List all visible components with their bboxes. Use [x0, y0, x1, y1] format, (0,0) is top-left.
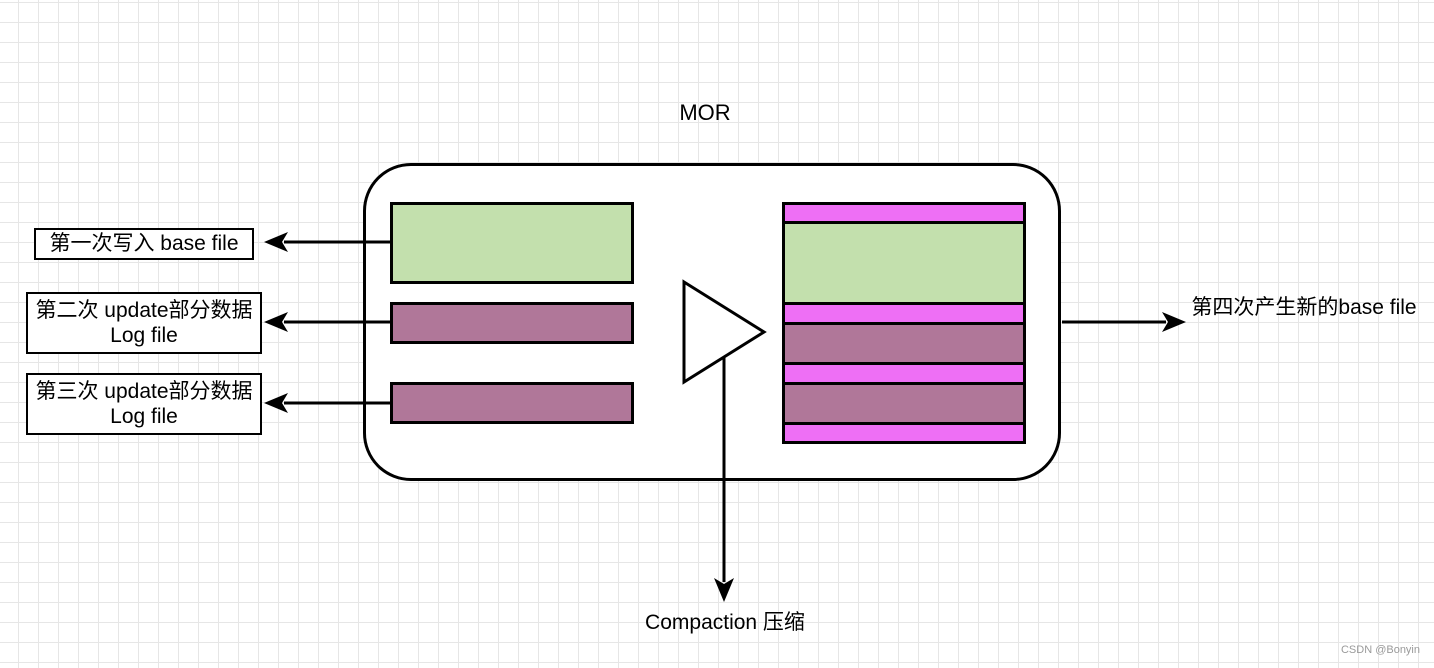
merged-log-segment [785, 325, 1023, 365]
label-first-write: 第一次写入 base file [34, 228, 254, 260]
merged-delta-segment [785, 425, 1023, 441]
label-second-update: 第二次 update部分数据Log file [26, 292, 262, 354]
diagram-title: MOR [679, 100, 731, 125]
merged-log-segment [785, 385, 1023, 425]
log-file-block-2 [390, 382, 634, 424]
merged-delta-segment [785, 305, 1023, 325]
label-compaction: Compaction 压缩 [645, 611, 805, 634]
arrow-head-icon [1162, 312, 1186, 332]
base-file-block [390, 202, 634, 284]
merged-delta-segment [785, 205, 1023, 224]
arrow-head-icon [264, 393, 288, 413]
arrow-head-icon [264, 232, 288, 252]
arrow-head-icon [714, 578, 734, 602]
merged-base-segment [785, 224, 1023, 305]
label-third-update: 第三次 update部分数据Log file [26, 373, 262, 435]
arrow-head-icon [264, 312, 288, 332]
merged-file-stack [782, 202, 1026, 444]
label-new-base-file: 第四次产生新的base file [1191, 296, 1417, 319]
log-file-block-1 [390, 302, 634, 344]
merged-delta-segment [785, 365, 1023, 385]
watermark: CSDN @Bonyin [1340, 644, 1420, 656]
